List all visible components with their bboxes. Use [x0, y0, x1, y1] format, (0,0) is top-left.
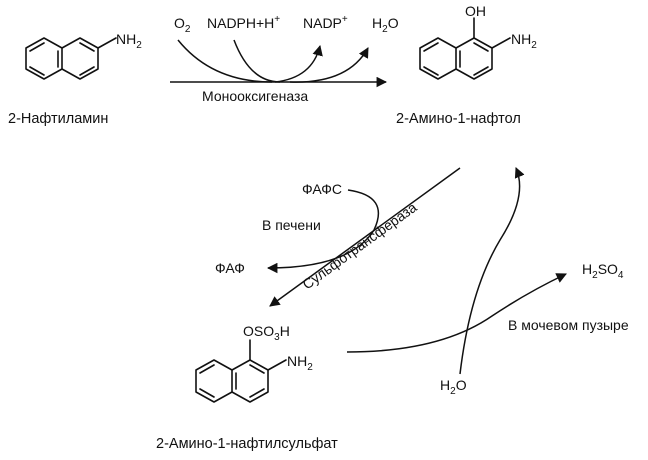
cofactor-nadph: NADPH+H+ — [207, 14, 280, 31]
enzyme-monooxygenase: Монооксигеназа — [202, 88, 308, 104]
naphthylamine-name: 2-Нафтиламин — [8, 111, 108, 127]
aminonaphthol-name: 2-Амино-1-нафтол — [396, 111, 521, 127]
reaction1-arrow — [170, 39, 388, 88]
aminonaphthol-structure: OH NH2 — [419, 3, 537, 80]
aminonaphthylsulfate-name: 2-Амино-1-нафтилсульфат — [156, 436, 338, 452]
cofactor-o2: O2 — [174, 15, 191, 35]
cofactor-nadp: NADP+ — [303, 14, 348, 31]
aminonaphthylsulfate-structure: OSO3H NH2 — [195, 323, 313, 403]
reaction3-arrows — [346, 167, 567, 375]
reaction3-product-h2so4: H2SO4 — [582, 261, 624, 281]
reaction2-arrow — [266, 167, 461, 307]
enzyme-sulfotransferase: Сульфотрансфераза — [299, 199, 419, 293]
cofactor-h2o: H2O — [372, 15, 399, 35]
aminonaphthol-oh-label: OH — [465, 3, 486, 19]
reaction2-product: ФАФ — [215, 260, 245, 276]
reaction2-donor: ФАФС — [302, 181, 342, 197]
naphthylamine-structure: NH2 — [25, 31, 142, 80]
aminonaphthol-nh2-label: NH2 — [511, 31, 537, 51]
reaction2-location: В печени — [262, 217, 321, 233]
reaction3-reagent-h2o: H2O — [440, 377, 467, 397]
aminonaphthylsulfate-nh2-label: NH2 — [287, 353, 313, 373]
naphthylamine-nh2-label: NH2 — [116, 31, 142, 51]
reaction3-location: В мочевом пузыре — [508, 317, 629, 333]
